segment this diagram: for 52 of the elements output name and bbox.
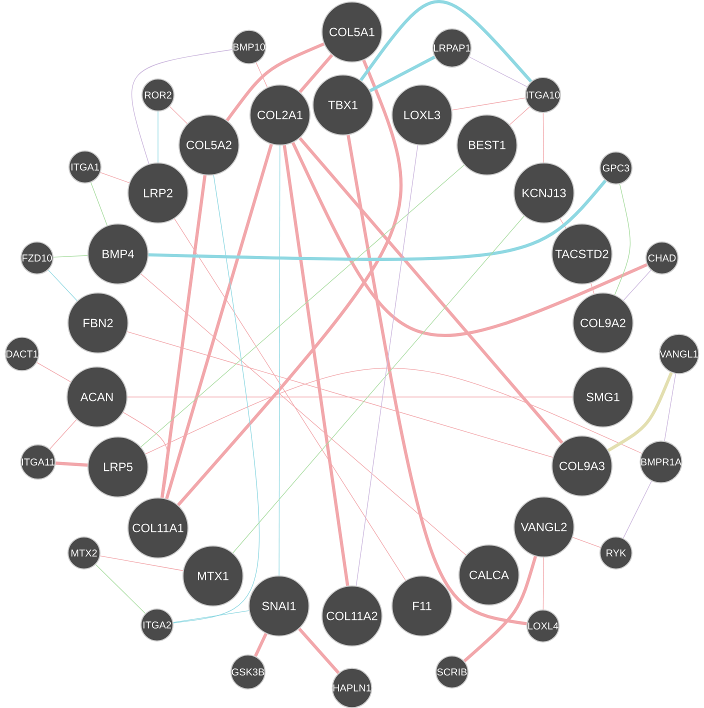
network-edge	[278, 145, 280, 576]
network-edge	[622, 480, 652, 538]
network-edge	[346, 134, 527, 626]
network-edge	[360, 0, 532, 83]
network-edge	[623, 270, 652, 301]
network-edge	[614, 184, 630, 296]
network-edge	[226, 42, 324, 122]
network-edge	[608, 372, 673, 452]
network-edge	[664, 374, 676, 442]
network-edge	[126, 331, 554, 458]
network-edge	[127, 396, 573, 398]
network-edge	[165, 144, 273, 500]
network-edge	[291, 142, 648, 337]
network-edge	[463, 556, 538, 662]
network-edge	[169, 106, 188, 124]
network-edge	[452, 98, 526, 110]
network-edge	[356, 144, 418, 586]
network-edge	[177, 60, 402, 506]
network-edge	[173, 610, 250, 623]
network-edge	[50, 419, 77, 450]
network-edge	[36, 362, 71, 382]
network-edge	[256, 62, 268, 88]
network-edge	[572, 537, 601, 548]
network-edge	[298, 137, 564, 444]
network-edge	[48, 270, 78, 302]
network-edge	[509, 106, 530, 125]
network-edge	[123, 412, 168, 498]
network-edge	[53, 255, 88, 258]
network-edge	[254, 632, 268, 657]
network-edge	[469, 56, 528, 88]
network-edge	[145, 368, 642, 454]
network-edge	[298, 628, 340, 674]
network-edge	[131, 49, 232, 164]
network-edge	[95, 564, 146, 614]
network-edge	[56, 462, 88, 467]
network-edge	[542, 557, 544, 610]
network-edge	[148, 180, 607, 261]
network-edge	[100, 172, 130, 184]
network-edge	[173, 174, 260, 624]
network-edge	[232, 216, 524, 554]
network-edge	[560, 218, 566, 228]
network-edge	[100, 556, 184, 571]
network-edge	[298, 54, 334, 93]
network-edge	[369, 56, 436, 92]
network-edge	[140, 164, 464, 448]
network-edge	[140, 274, 466, 556]
network-edge	[282, 145, 350, 586]
network-edge	[590, 282, 594, 294]
network-edge	[90, 182, 108, 226]
network-edge	[542, 112, 544, 163]
network-edge	[174, 218, 406, 581]
network-edge	[160, 175, 207, 498]
